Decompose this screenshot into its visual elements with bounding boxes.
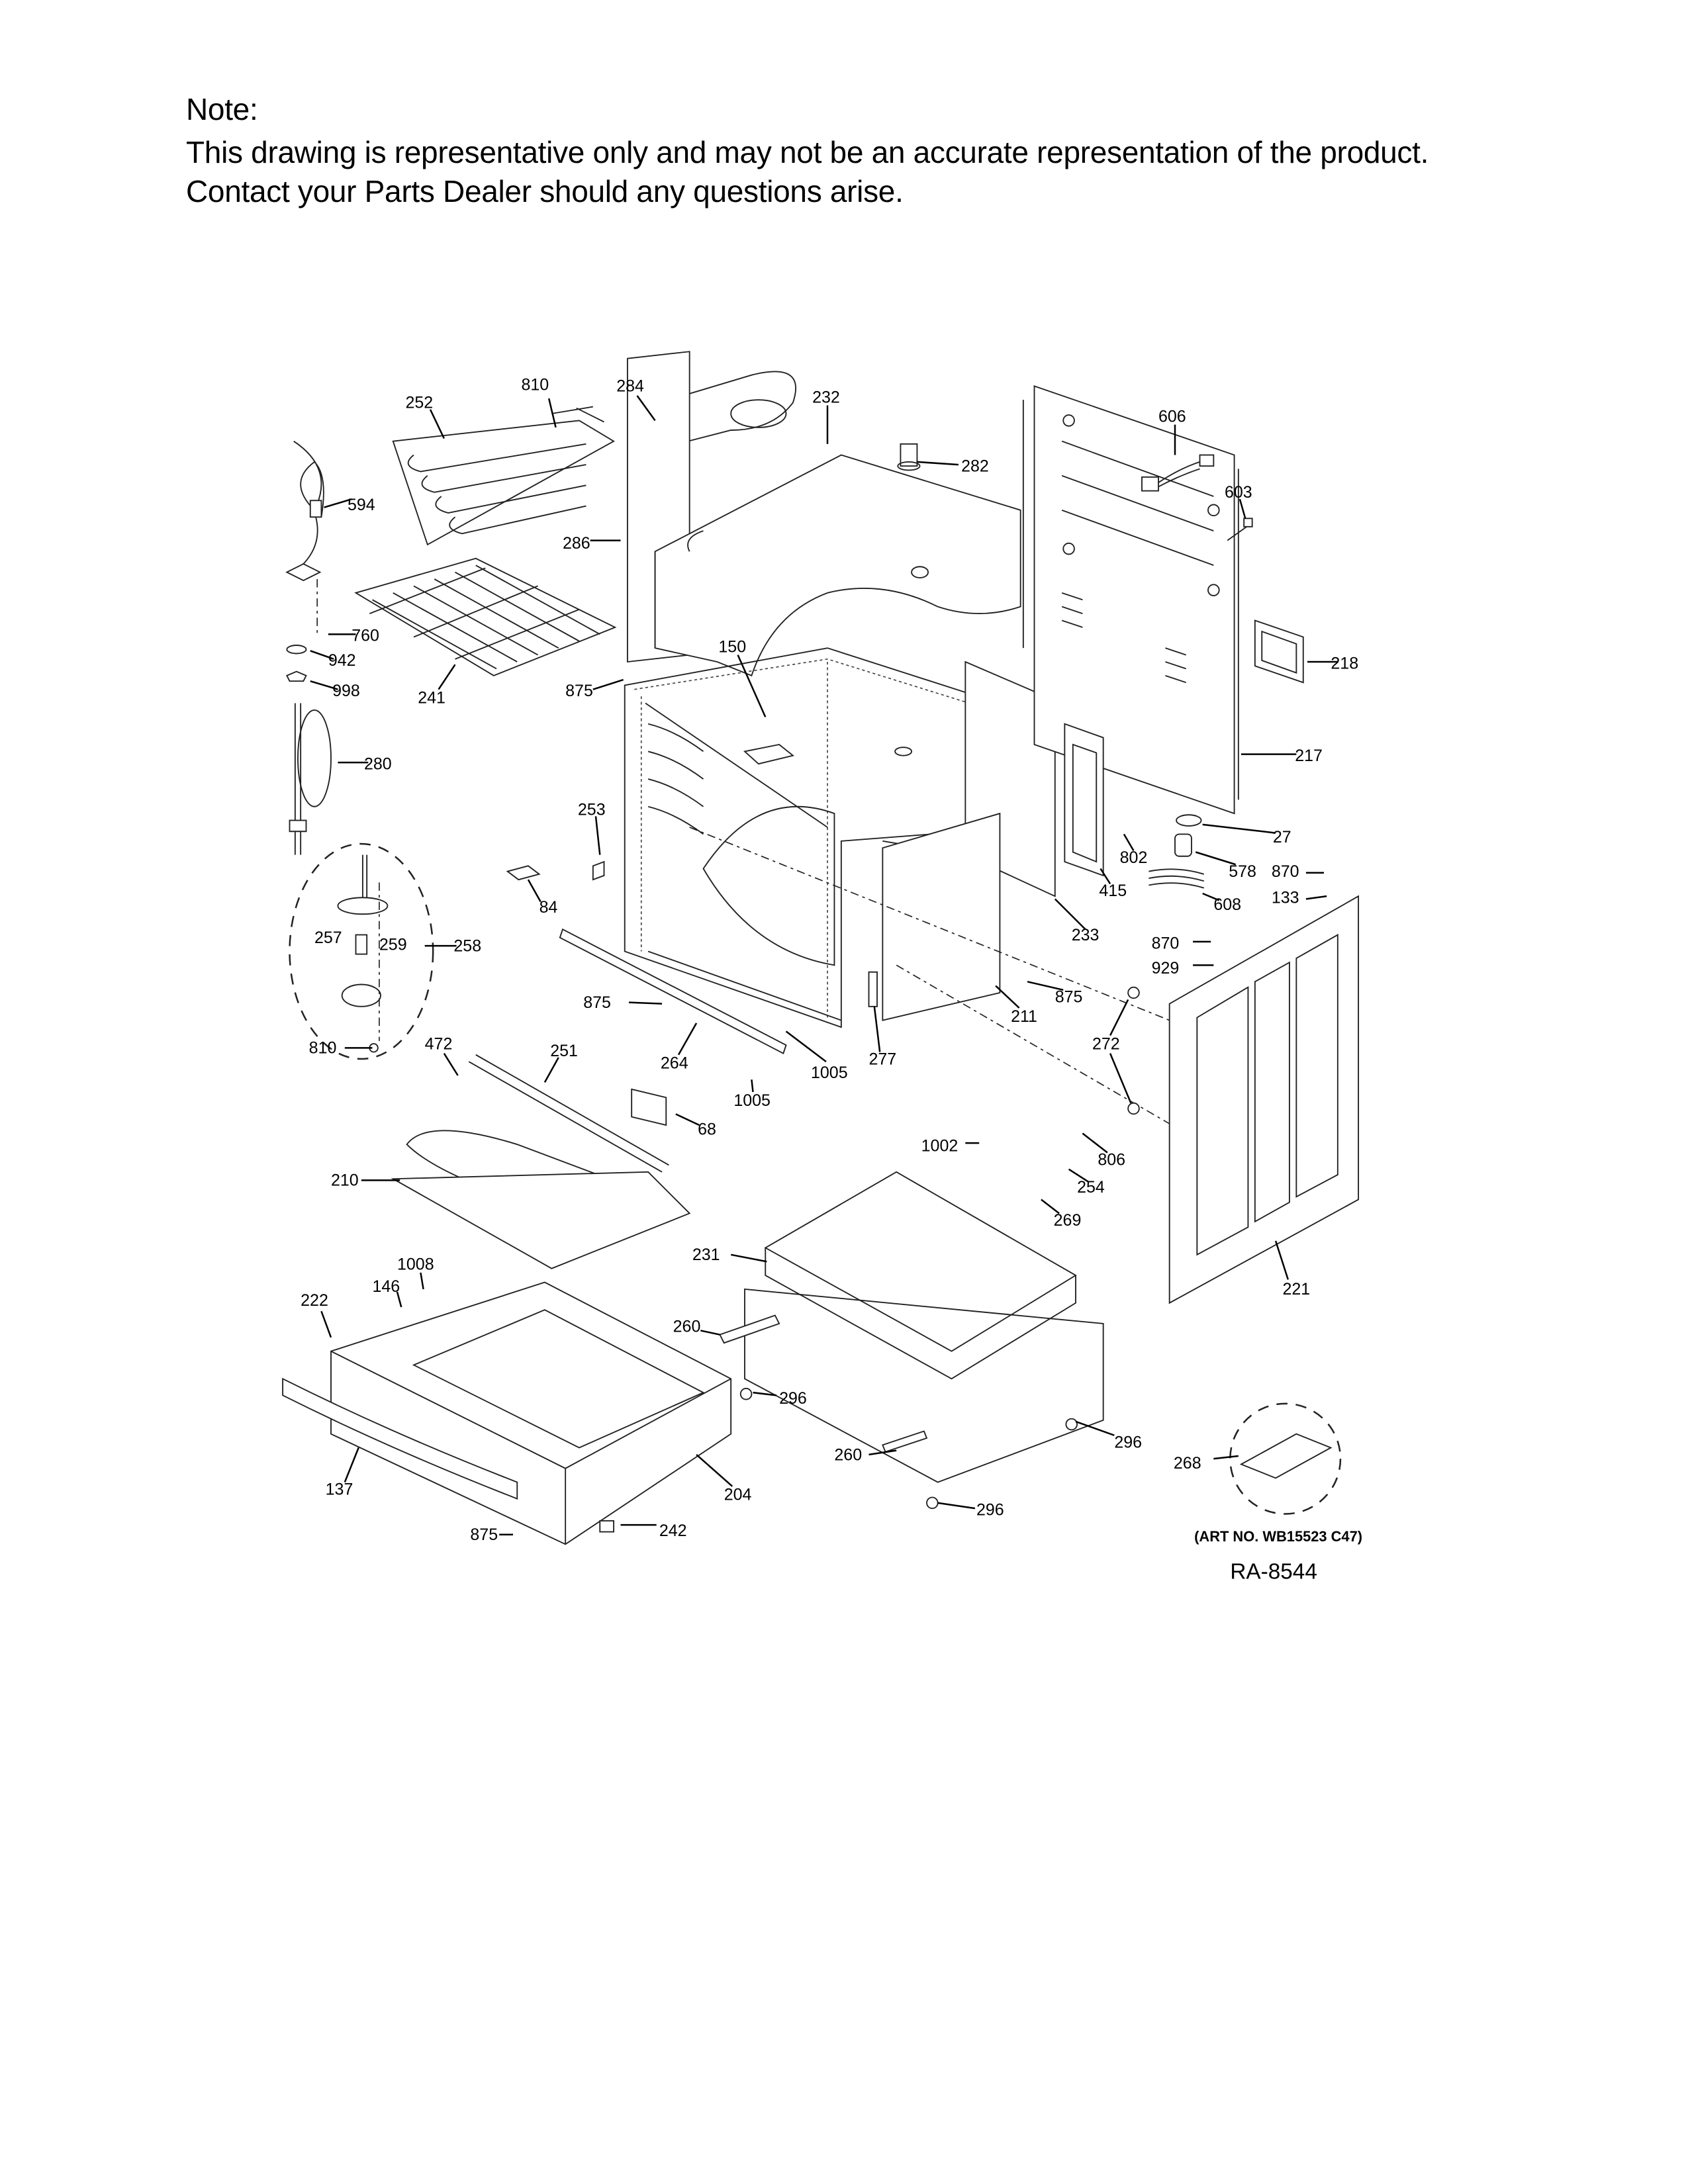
callout-label: 280 xyxy=(364,755,392,774)
side-panel-221 xyxy=(689,827,1360,1304)
callout-label: 251 xyxy=(550,1042,578,1060)
callout-label: 875 xyxy=(470,1525,498,1544)
callout-label: 260 xyxy=(834,1445,862,1464)
callout-label: 137 xyxy=(326,1480,353,1498)
callout-label: 204 xyxy=(724,1486,752,1504)
callout-label: 875 xyxy=(1055,988,1083,1007)
callout-label: 929 xyxy=(1152,959,1180,978)
callout-label: 268 xyxy=(1174,1454,1201,1473)
callout-label: 150 xyxy=(718,637,746,656)
callout-label: 253 xyxy=(578,800,606,819)
callout-label: 231 xyxy=(692,1246,720,1264)
callout-label: 232 xyxy=(812,388,840,406)
callout-label: 252 xyxy=(406,394,434,412)
callout-label: 84 xyxy=(539,898,558,917)
callout-label: 277 xyxy=(869,1050,897,1068)
callout-label: 272 xyxy=(1092,1034,1120,1053)
callout-label: 810 xyxy=(309,1039,337,1058)
small-parts-right xyxy=(1149,814,1205,889)
callout-label: 806 xyxy=(1098,1150,1125,1169)
callout-label: 875 xyxy=(565,682,593,700)
bracket-218 xyxy=(1254,619,1304,684)
callout-label: 1005 xyxy=(811,1064,848,1082)
callout-label: 1008 xyxy=(397,1255,434,1274)
cap-282 xyxy=(897,443,921,471)
callout-label: 133 xyxy=(1272,889,1299,907)
callout-label: 870 xyxy=(1152,934,1180,952)
leader-lines xyxy=(310,395,1338,1535)
back-panel-217 xyxy=(1022,385,1239,815)
callout-label: 68 xyxy=(698,1120,716,1139)
callout-label: 282 xyxy=(961,457,989,476)
callout-label: 286 xyxy=(563,534,590,553)
connector-603 xyxy=(1227,518,1253,541)
callout-label: 222 xyxy=(301,1291,328,1310)
callout-label: 603 xyxy=(1225,483,1252,502)
detail-268 xyxy=(1229,1402,1342,1515)
note-line-2: Contact your Parts Dealer should any que… xyxy=(186,174,904,208)
callout-label: 594 xyxy=(348,496,375,514)
callout-label: 296 xyxy=(779,1389,807,1408)
note-heading: Note: xyxy=(186,92,258,126)
callout-label: 221 xyxy=(1283,1280,1311,1298)
callout-label: 146 xyxy=(373,1277,400,1296)
callout-label: 260 xyxy=(673,1318,701,1336)
callout-label: 218 xyxy=(1331,654,1358,672)
base-chassis-231 xyxy=(719,1171,1104,1510)
note-line-1: This drawing is representative only and … xyxy=(186,135,1429,169)
callout-label: 211 xyxy=(1011,1007,1037,1026)
callout-label: 578 xyxy=(1229,862,1256,881)
trim-rail-264 xyxy=(559,928,787,1055)
callout-label: 875 xyxy=(583,993,611,1012)
callout-label: 802 xyxy=(1120,848,1148,867)
side-panel-211 xyxy=(882,812,1001,1021)
broil-element-252 xyxy=(392,406,615,546)
callout-label: 1005 xyxy=(733,1091,771,1110)
top-cover-232 xyxy=(626,351,1021,677)
callout-label: 606 xyxy=(1158,408,1186,426)
callout-label: 415 xyxy=(1099,882,1127,900)
callout-label: 284 xyxy=(616,377,644,396)
callout-label: 608 xyxy=(1213,895,1241,914)
control-board-415 xyxy=(1064,723,1104,877)
sensor-assembly-left xyxy=(285,440,332,855)
callout-label: 472 xyxy=(425,1034,453,1053)
art-number: (ART NO. WB15523 C47) xyxy=(1194,1528,1362,1545)
callout-labels: 252 810 284 232 606 282 603 594 286 760 … xyxy=(301,376,1358,1544)
brackets xyxy=(506,860,878,1126)
callout-label: 241 xyxy=(418,689,445,707)
callout-label: 296 xyxy=(1114,1433,1142,1452)
oven-rack-241 xyxy=(354,557,617,676)
callout-label: 233 xyxy=(1072,926,1100,944)
callout-label: 264 xyxy=(661,1054,688,1073)
drawing-id: RA-8544 xyxy=(1230,1559,1317,1584)
callout-label: 258 xyxy=(453,937,481,956)
wire-harness-606 xyxy=(1141,454,1215,492)
callout-label: 760 xyxy=(352,627,379,645)
callout-label: 27 xyxy=(1273,828,1291,846)
callout-label: 257 xyxy=(314,929,342,947)
callout-label: 1002 xyxy=(921,1137,959,1156)
part-artwork xyxy=(282,351,1360,1545)
callout-label: 254 xyxy=(1077,1178,1105,1197)
callout-label: 269 xyxy=(1054,1211,1082,1230)
storage-drawer xyxy=(282,1281,732,1545)
callout-label: 810 xyxy=(522,376,549,394)
bake-element-251 xyxy=(391,1054,691,1269)
callout-label: 998 xyxy=(332,682,360,700)
callout-label: 217 xyxy=(1295,747,1323,765)
callout-label: 259 xyxy=(379,935,407,954)
callout-label: 296 xyxy=(976,1501,1004,1520)
callout-label: 242 xyxy=(659,1522,687,1540)
callout-label: 210 xyxy=(331,1171,359,1190)
callout-label: 870 xyxy=(1272,862,1299,881)
callout-label: 942 xyxy=(328,651,356,670)
convection-fan-group-258 xyxy=(289,842,434,1060)
